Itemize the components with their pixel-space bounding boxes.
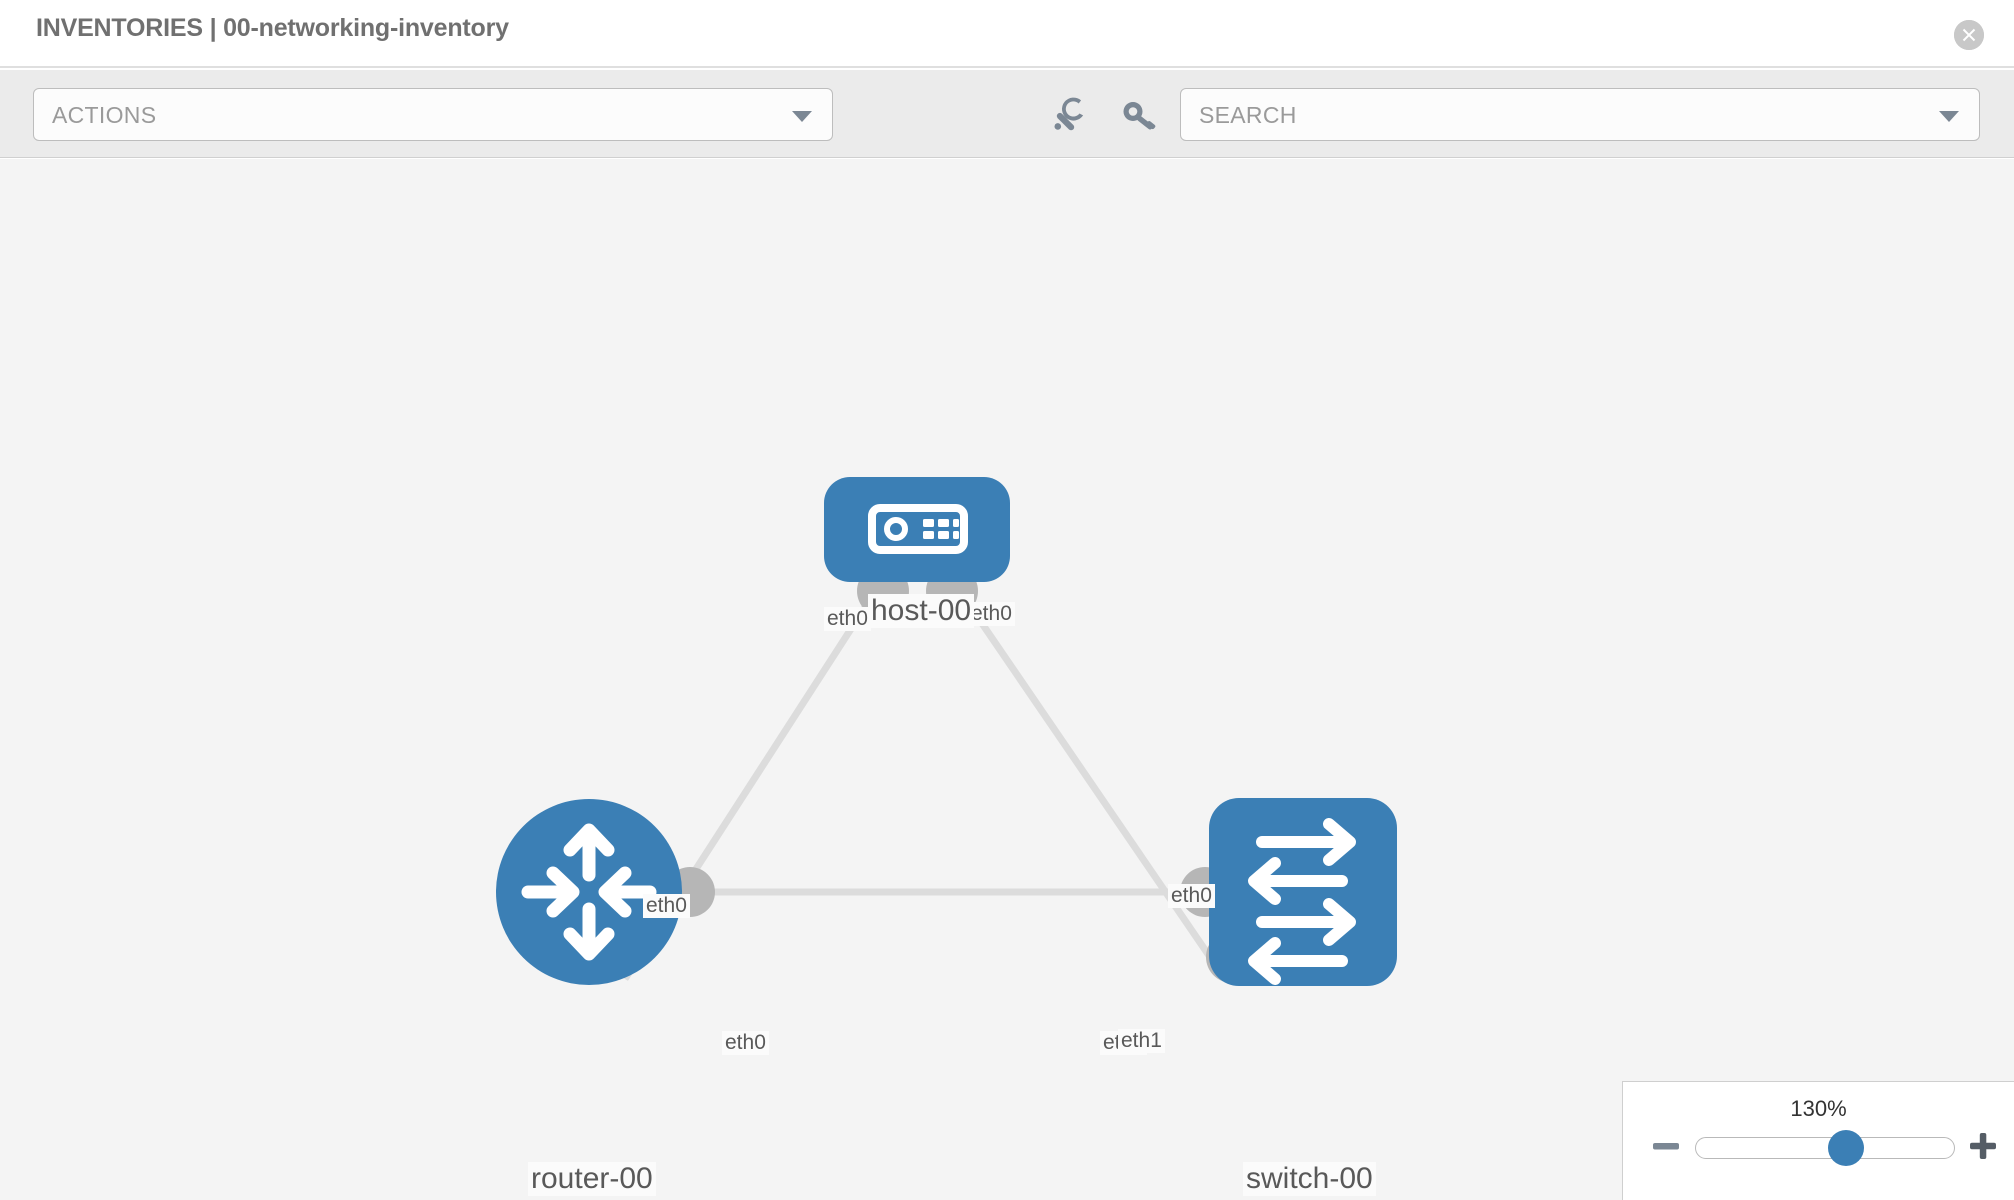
close-circle-icon[interactable] xyxy=(1954,20,1984,50)
zoom-slider-thumb[interactable] xyxy=(1827,1130,1864,1166)
zoom-slider[interactable] xyxy=(1695,1130,1955,1166)
node-label-router-00: router-00 xyxy=(528,1162,656,1196)
toolbar: ACTIONS SEARCH xyxy=(0,70,2014,158)
node-host-00[interactable] xyxy=(824,477,1010,582)
interface-label-switch00-eth0-uplink: eth0 xyxy=(1168,884,1215,909)
search-placeholder: SEARCH xyxy=(1199,102,1297,128)
page-title: INVENTORIES | 00-networking-inventory xyxy=(36,14,509,42)
actions-dropdown-label: ACTIONS xyxy=(52,102,157,128)
key-icon[interactable] xyxy=(1114,92,1160,138)
zoom-control: 130% xyxy=(1622,1081,2014,1200)
zoom-percent-label: 130% xyxy=(1790,1096,1847,1121)
wrench-icon[interactable] xyxy=(1046,92,1092,138)
interface-label-switch00-eth1: eth1 xyxy=(1118,1029,1165,1054)
interface-label-host00-eth0-left: eth0 xyxy=(824,607,871,632)
node-switch-00[interactable] xyxy=(1209,798,1397,986)
minus-icon[interactable] xyxy=(1649,1129,1683,1163)
topology-canvas[interactable]: eth0 eth0 host-00 eth0 eth0 eth0 eth0 et… xyxy=(0,159,2014,1200)
chevron-down-icon xyxy=(792,111,812,122)
interface-label-router00-eth0-uplink: eth0 xyxy=(643,894,690,919)
interface-label-router00-eth0: eth0 xyxy=(722,1031,769,1056)
graph-edges xyxy=(622,582,1228,981)
node-label-switch-00: switch-00 xyxy=(1243,1162,1376,1196)
node-label-host-00: host-00 xyxy=(868,594,975,628)
interface-label-host00-eth0-right: eth0 xyxy=(968,602,1015,627)
edge-host00-switch00 xyxy=(952,582,1228,981)
plus-icon[interactable] xyxy=(1966,1129,2000,1163)
actions-dropdown[interactable]: ACTIONS xyxy=(33,88,833,141)
window-header: INVENTORIES | 00-networking-inventory xyxy=(0,0,2014,68)
chevron-down-icon[interactable] xyxy=(1939,111,1959,122)
node-router-00[interactable] xyxy=(496,799,682,985)
search-input[interactable]: SEARCH xyxy=(1180,88,1980,141)
topology-graph xyxy=(496,477,1397,986)
